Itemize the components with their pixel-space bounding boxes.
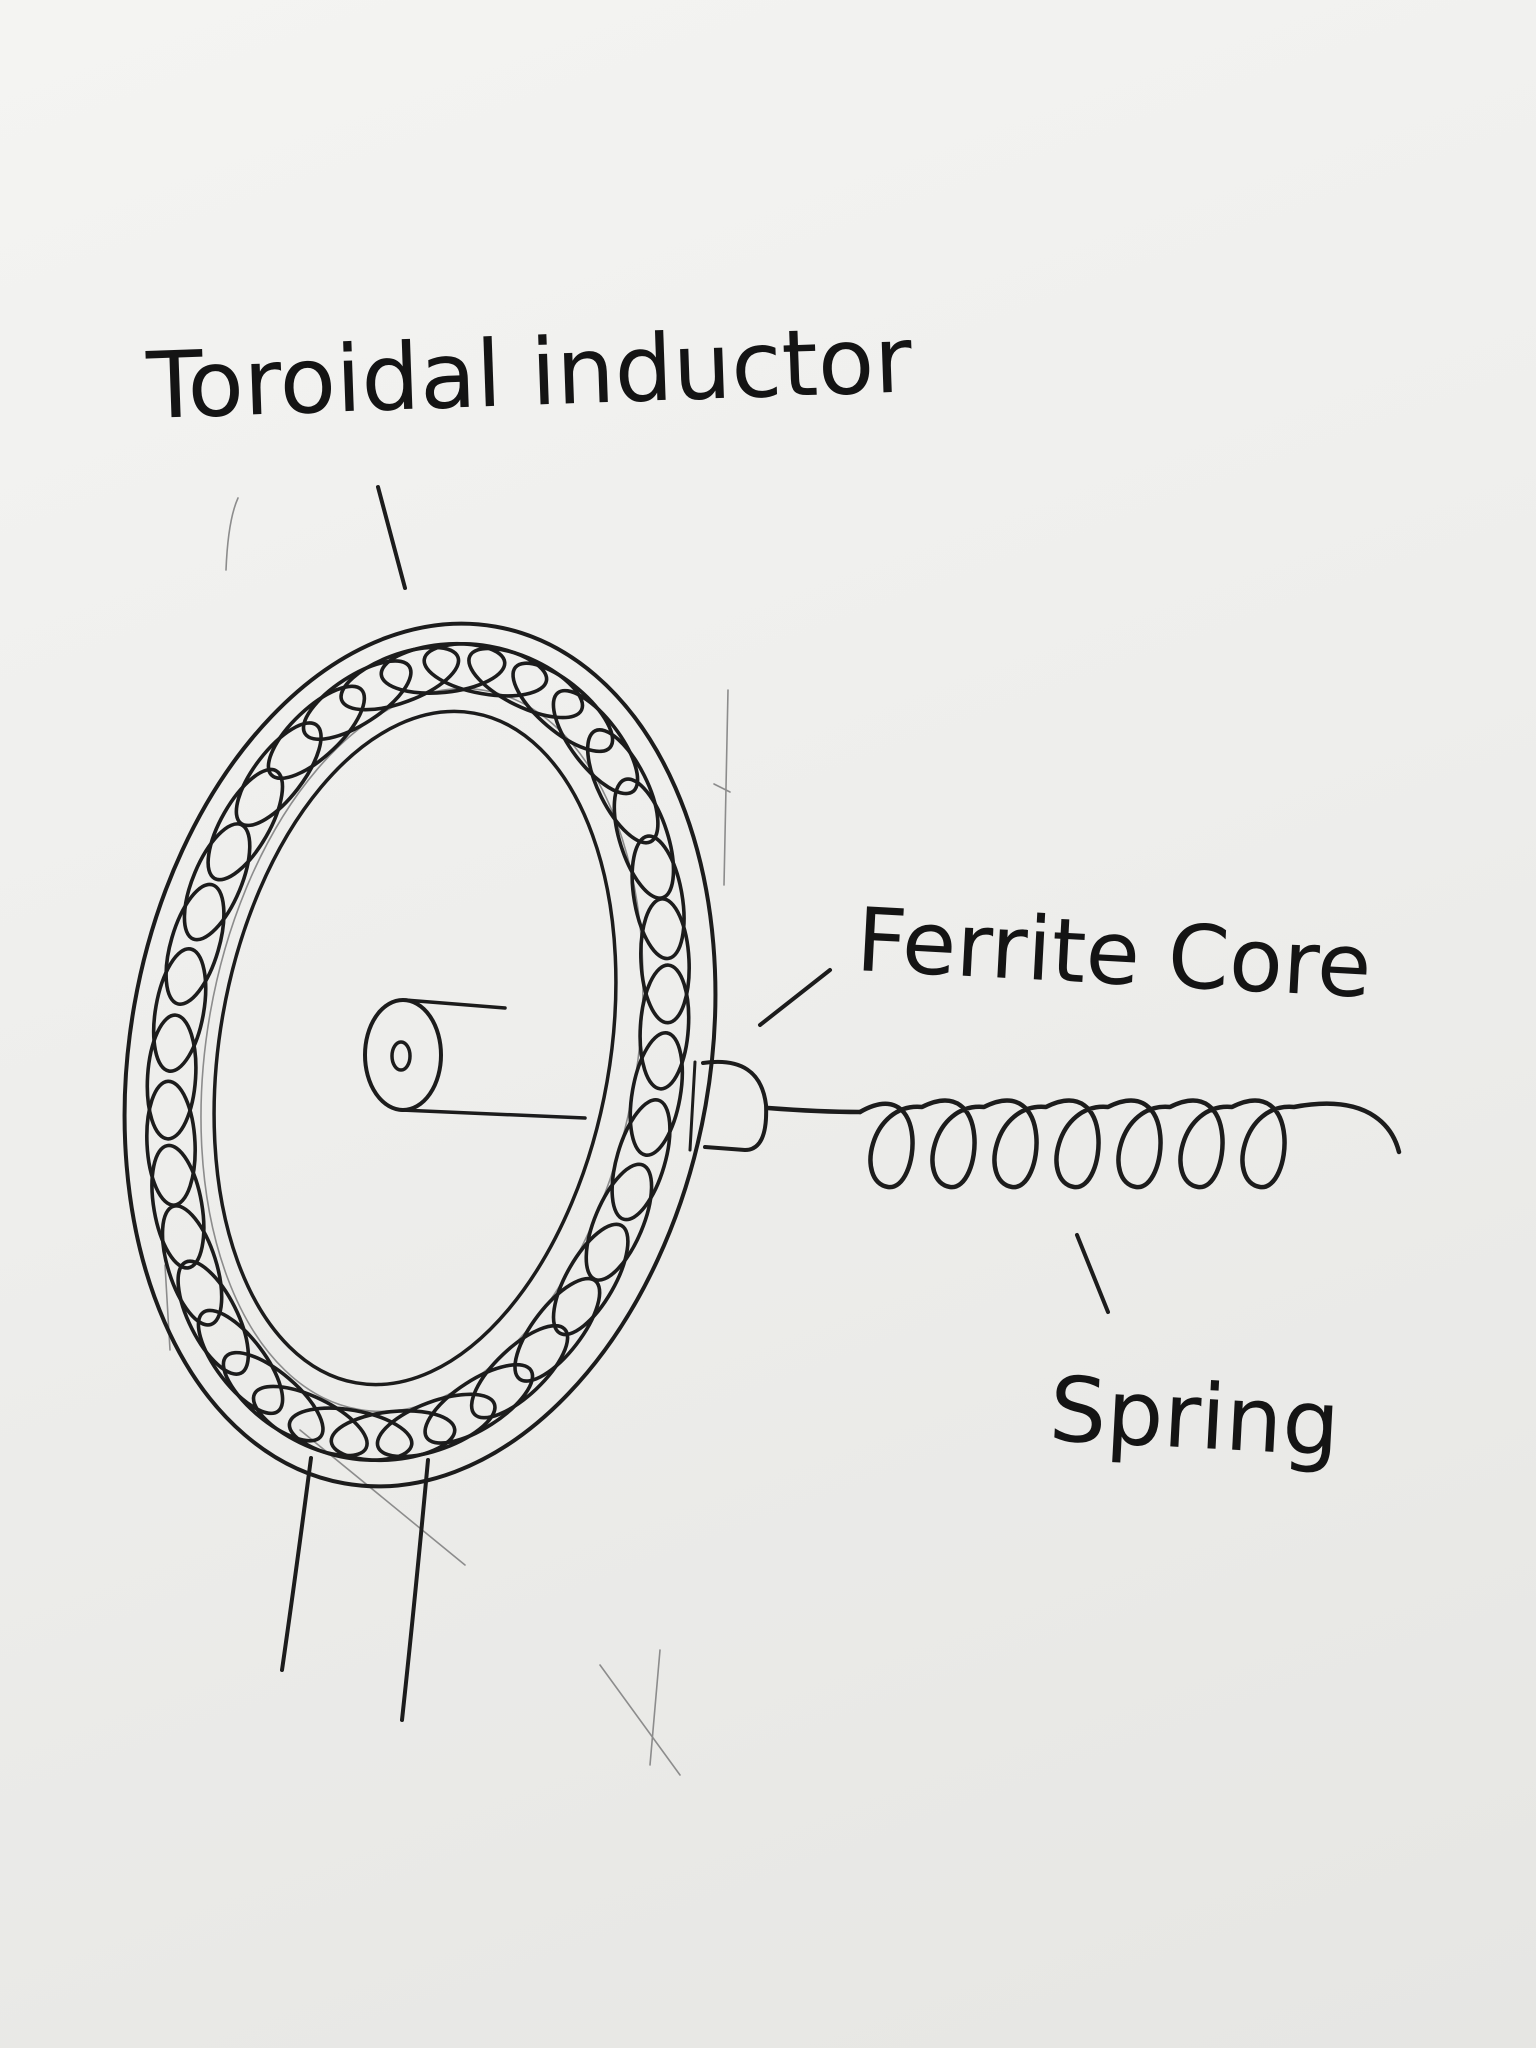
toroidal-inductor-label: Toroidal inductor — [144, 306, 914, 440]
winding-loop — [423, 1362, 535, 1445]
winding-loop — [329, 1409, 457, 1463]
winding-loop — [150, 1143, 206, 1270]
winding-loop — [206, 767, 285, 882]
winding-loop — [422, 642, 549, 698]
winding-loop — [467, 646, 585, 720]
winding-loop — [513, 1276, 602, 1383]
winding-loop — [339, 645, 461, 712]
ferrite-core-label: Ferrite Core — [854, 888, 1374, 1018]
spring-label: Spring — [1047, 1357, 1343, 1477]
winding-loop — [164, 882, 226, 1006]
toroid-windings — [145, 641, 691, 1463]
winding-loop — [145, 1013, 198, 1141]
pencil-guides — [164, 497, 731, 1776]
winding-loop — [551, 1222, 630, 1337]
winding-loop — [375, 1392, 497, 1459]
winding-loop — [176, 1259, 251, 1376]
ferrite-core-cap — [688, 1059, 769, 1152]
winding-loop — [630, 834, 686, 961]
winding-loop — [639, 897, 691, 1025]
winding-loop — [551, 688, 640, 796]
winding-loop — [610, 1098, 672, 1222]
leader-lines — [376, 485, 1110, 1314]
winding-loop — [469, 1323, 570, 1420]
lead-wires — [280, 1456, 430, 1722]
winding-loop — [585, 728, 660, 845]
winding-loop — [266, 684, 367, 781]
toroid-core-outline — [122, 621, 718, 1489]
ferrite-rod — [363, 998, 587, 1120]
winding-loop — [196, 1308, 285, 1416]
winding-loop — [234, 721, 323, 828]
winding-loop — [145, 1079, 197, 1207]
spring — [765, 1098, 1402, 1190]
winding-loop — [151, 946, 208, 1074]
winding-loop — [287, 1406, 414, 1462]
winding-loop — [221, 1350, 325, 1443]
winding-loop — [628, 1030, 685, 1158]
winding-loop — [379, 641, 507, 695]
winding-loop — [301, 659, 413, 742]
winding-loop — [251, 1384, 369, 1458]
winding-loop — [638, 963, 691, 1091]
winding-loop — [511, 661, 615, 754]
